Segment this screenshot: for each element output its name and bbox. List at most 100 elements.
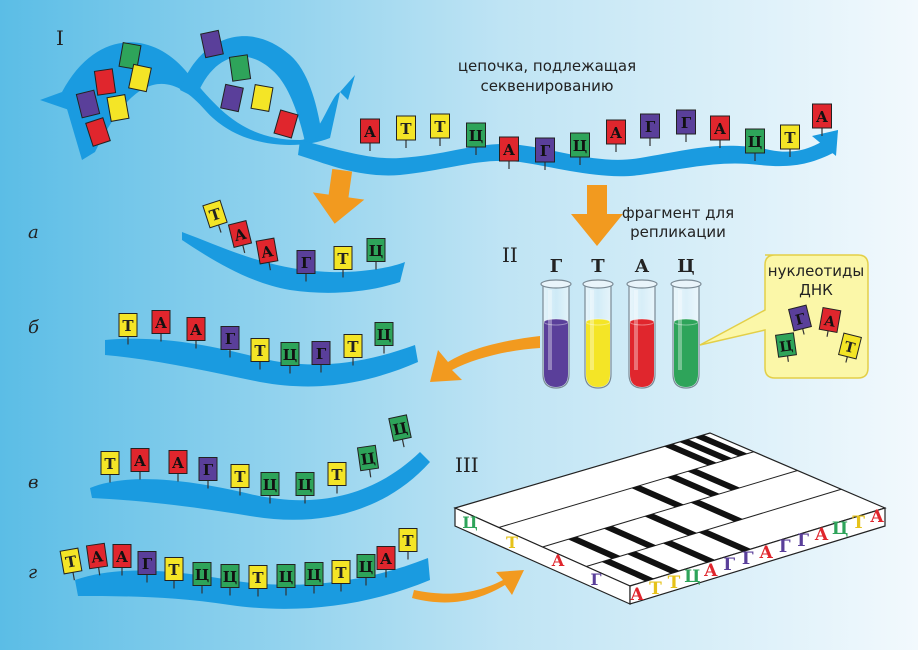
- gel-band: [694, 434, 748, 457]
- arrow-down-right: [571, 185, 623, 246]
- fragment-v-base: Т: [100, 451, 120, 483]
- gel-band: [601, 559, 655, 582]
- fragment-v-base: Ц: [388, 414, 412, 448]
- gel-band: [631, 485, 685, 508]
- gel-band: [662, 540, 716, 563]
- template-base-letter: Г: [681, 114, 692, 132]
- gel-left-letter: Т: [506, 533, 518, 552]
- fragment-b-base-letter: Ц: [377, 326, 392, 344]
- section-label-2: II: [502, 243, 518, 267]
- template-base: Т: [430, 113, 450, 146]
- fragment-v-base: Ц: [260, 472, 280, 504]
- helix-base: [85, 117, 111, 147]
- fragment-g-base-letter: А: [380, 550, 393, 568]
- fragment-g-base: Т: [59, 547, 83, 581]
- fragment-g-base-letter: А: [116, 548, 129, 566]
- template-base: Т: [396, 115, 416, 148]
- row-label-b: б: [28, 317, 40, 338]
- arrow-down-left: [312, 168, 365, 224]
- template-base-letter: Т: [434, 118, 446, 136]
- fragment-g-base-letter: Ц: [223, 568, 238, 586]
- fragment-g-base: А: [85, 542, 109, 576]
- template-base: А: [710, 115, 730, 148]
- gel-front-letter: Т: [649, 579, 662, 599]
- fragment-b-base: Т: [343, 334, 363, 366]
- gel-band: [690, 500, 744, 522]
- fragment-v-base: Ц: [356, 444, 380, 478]
- fragment-b-base: А: [151, 310, 171, 342]
- sequence-caption-line1: цепочка, подлежащая: [458, 57, 636, 75]
- fragment-a-base: Г: [296, 250, 316, 282]
- template-base-letter: Ц: [748, 133, 763, 151]
- template-base: А: [606, 119, 626, 152]
- fragment-b-base-letter: Т: [347, 338, 359, 356]
- template-base-letter: Г: [540, 142, 551, 160]
- helix-base: [220, 83, 244, 113]
- gel-band: [698, 529, 752, 552]
- helix-base: [106, 94, 130, 122]
- fragment-g-base: Т: [398, 528, 418, 560]
- fragment-a-base: А: [255, 237, 279, 271]
- gel-band: [644, 513, 698, 536]
- bubble-base-letter: Г: [794, 311, 808, 329]
- template-base: Ц: [745, 128, 765, 161]
- sequence-caption-line2: секвенированию: [480, 77, 613, 95]
- fragment-g-base: Ц: [192, 562, 212, 594]
- bubble-base: Г: [788, 304, 812, 335]
- fragment-g-base-letter: Т: [168, 561, 180, 579]
- template-base: А: [812, 103, 832, 136]
- fragment-b-base-letter: Т: [254, 342, 266, 360]
- helix-base: [118, 42, 142, 70]
- double-helix: [40, 29, 355, 160]
- gel-front-letter: Ц: [832, 519, 848, 539]
- section-label-3: III: [455, 453, 479, 477]
- template-base: Г: [640, 113, 660, 146]
- gel-front-letter: А: [815, 525, 829, 545]
- template-base-letter: А: [816, 108, 829, 126]
- template-base-letter: Т: [784, 129, 796, 147]
- fragment-caption-line1: фрагмент для: [622, 204, 734, 222]
- bubble-base-letter: Т: [843, 339, 858, 357]
- fragment-a-base: Т: [333, 246, 353, 278]
- fragment-b-base: Г: [220, 326, 240, 358]
- fragment-b-base-letter: Г: [225, 330, 236, 348]
- fragment-v-base-letter: Ц: [391, 419, 409, 440]
- fragment-a-base-letter: А: [260, 242, 276, 262]
- fragment-b-base: Т: [118, 313, 138, 345]
- tube-label: А: [635, 256, 650, 277]
- bubble-base-letter: Ц: [778, 338, 794, 356]
- fragment-v-base: А: [168, 450, 188, 482]
- tube-0: Г: [540, 256, 572, 389]
- fragment-g-base-letter: Т: [402, 532, 414, 550]
- fragment-g-base-letter: Ц: [279, 568, 294, 586]
- row-label-g: г: [28, 562, 37, 583]
- helix-base: [250, 84, 274, 112]
- template-base: Т: [780, 124, 800, 157]
- fragment-g-base-letter: Т: [64, 552, 79, 572]
- tube-1: Т: [582, 256, 614, 389]
- tube-label: Г: [550, 256, 563, 277]
- fragment-v-base: Т: [230, 464, 250, 496]
- gel-band: [568, 536, 621, 559]
- fragment-b-base: Ц: [374, 322, 394, 354]
- fragment-g-base-letter: А: [90, 547, 105, 567]
- fragment-b-base-letter: Ц: [283, 346, 298, 364]
- gel-front-letter: Г: [723, 555, 735, 575]
- gel-front-letter: А: [870, 507, 884, 527]
- template-base: А: [360, 118, 380, 151]
- template-base-letter: Ц: [573, 137, 588, 155]
- tube-3: Ц: [670, 256, 702, 389]
- gel-front-letter: А: [759, 543, 773, 563]
- fragment-b-base: Т: [250, 338, 270, 370]
- fragment-v-base-letter: Ц: [263, 476, 278, 494]
- template-base-letter: А: [610, 124, 623, 142]
- fragment-v-base-letter: Ц: [298, 476, 313, 494]
- template-base-letter: А: [503, 141, 516, 159]
- fragment-g-base: Ц: [220, 564, 240, 596]
- fragment-v-base-letter: А: [172, 454, 185, 472]
- fragment-g-base: Т: [164, 557, 184, 589]
